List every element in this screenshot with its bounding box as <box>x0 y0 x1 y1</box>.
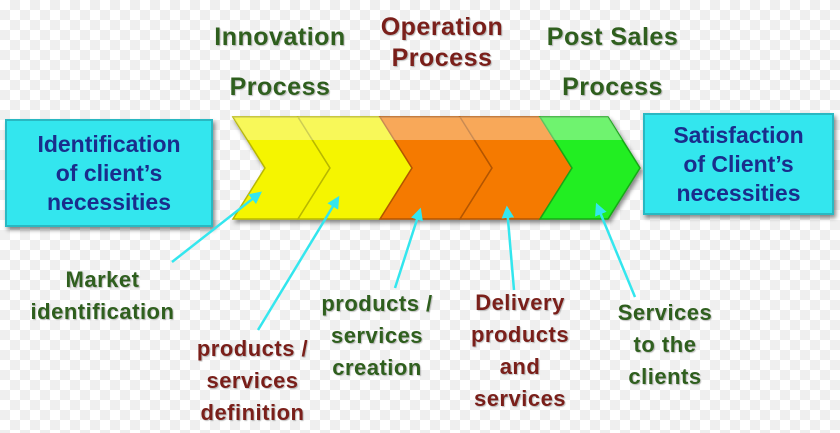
label-services-line3: clients <box>628 364 702 389</box>
label-services-clients: Services to the clients <box>600 297 730 393</box>
header-operation: Operation Process <box>362 12 522 74</box>
client-necessities-line2: of client’s <box>55 159 163 186</box>
arrow-services-clients <box>595 202 637 298</box>
header-post-sales: Post Sales Process <box>530 12 695 112</box>
label-creation-line2: services <box>330 323 424 348</box>
client-satisfaction-line2: of Client’s <box>683 150 794 177</box>
label-definition-line2: services <box>206 368 299 393</box>
label-services-definition: products / services definition <box>180 333 325 429</box>
label-market-line2: identification <box>30 299 175 324</box>
arrow-services-creation <box>393 207 423 289</box>
label-creation-line3: creation <box>332 355 422 380</box>
client-satisfaction-line1: Satisfaction <box>673 121 804 148</box>
label-delivery: Delivery products and services <box>455 287 585 415</box>
label-services-line1: Services <box>617 300 713 325</box>
header-operation-line2: Process <box>391 44 493 72</box>
arrow-market-identification <box>171 191 262 263</box>
label-delivery-line1: Delivery <box>475 290 565 315</box>
arrow-delivery <box>501 205 516 291</box>
client-necessities-box: Identification of client’s necessities <box>5 119 213 227</box>
client-satisfaction-line3: necessities <box>676 179 801 206</box>
label-services-line2: to the <box>633 332 697 357</box>
header-post-sales-line1: Post Sales <box>546 23 679 51</box>
label-market-identification: Market identification <box>15 264 190 328</box>
header-innovation-line1: Innovation <box>214 23 346 51</box>
label-creation-line1: products / <box>321 291 433 316</box>
label-definition-line1: products / <box>196 336 309 361</box>
label-services-creation: products / services creation <box>307 288 447 384</box>
header-post-sales-line2: Process <box>562 73 663 101</box>
label-definition-line3: definition <box>200 400 305 425</box>
header-operation-line1: Operation <box>380 13 504 41</box>
label-market-line1: Market <box>65 267 140 292</box>
chevron-post-sales <box>538 116 641 220</box>
client-satisfaction-box: Satisfaction of Client’s necessities <box>643 113 834 215</box>
label-delivery-line4: services <box>473 386 567 411</box>
header-innovation: Innovation Process <box>200 12 360 112</box>
client-necessities-line1: Identification <box>37 130 181 157</box>
arrow-services-definition <box>256 195 340 331</box>
client-necessities-line3: necessities <box>46 188 172 215</box>
label-delivery-line2: products <box>470 322 570 347</box>
header-innovation-line2: Process <box>229 73 331 101</box>
label-delivery-line3: and <box>499 354 541 379</box>
